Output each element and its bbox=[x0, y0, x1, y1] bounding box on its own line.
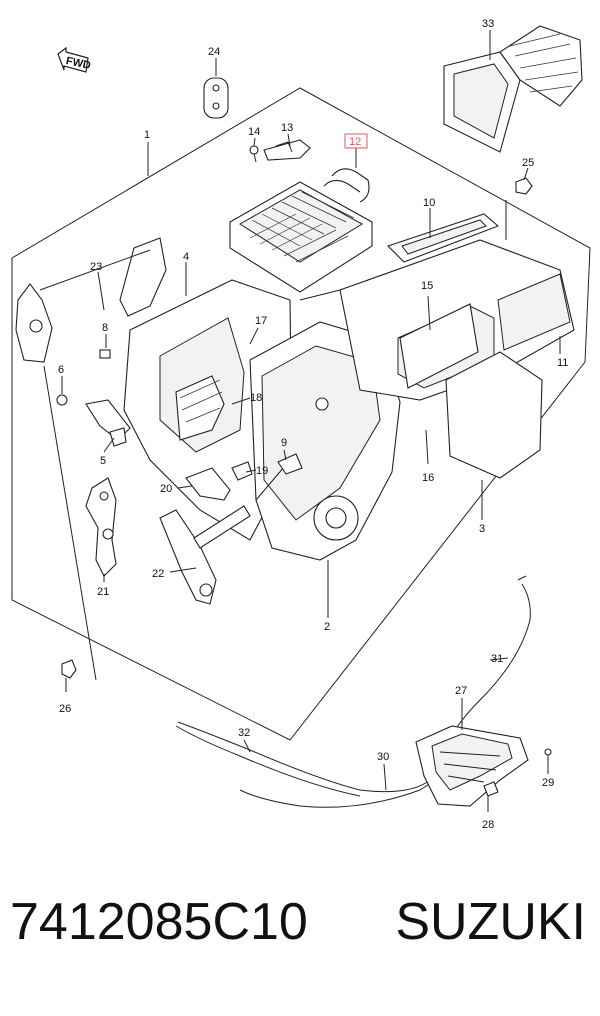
push-clip-part bbox=[61, 659, 77, 679]
callout-11: 11 bbox=[557, 357, 568, 369]
callout-15: 15 bbox=[421, 280, 433, 292]
rod-link-part bbox=[185, 453, 303, 501]
link-part bbox=[85, 399, 131, 447]
control-cable-32 bbox=[175, 721, 431, 797]
callout-8: 8 bbox=[102, 322, 108, 334]
callout-24: 24 bbox=[208, 46, 220, 58]
callout-1: 1 bbox=[144, 129, 150, 141]
callout-6: 6 bbox=[58, 364, 64, 376]
callout-10: 10 bbox=[423, 197, 435, 209]
temp-lever-part bbox=[159, 505, 251, 605]
brand-label: SUZUKI bbox=[395, 893, 586, 951]
heater-case-part bbox=[123, 239, 575, 561]
callout-21: 21 bbox=[97, 586, 109, 598]
gasket-part bbox=[386, 213, 500, 263]
part-number-label: 7412085C10 bbox=[10, 893, 308, 951]
callout-5: 5 bbox=[100, 455, 106, 467]
callout-29: 29 bbox=[542, 777, 554, 789]
callout-18: 18 bbox=[250, 392, 262, 404]
heater-core-part bbox=[229, 168, 373, 293]
fwd-label: FWD bbox=[65, 55, 92, 72]
callout-20: 20 bbox=[160, 483, 172, 495]
assembly-outline bbox=[11, 87, 591, 741]
callout-12-highlight bbox=[344, 133, 368, 149]
callout-32: 32 bbox=[238, 727, 250, 739]
callout-31: 31 bbox=[491, 653, 503, 665]
callout-9: 9 bbox=[281, 437, 287, 449]
callout-30: 30 bbox=[377, 751, 389, 763]
clip-part bbox=[515, 177, 533, 195]
lever-arm-part bbox=[15, 237, 167, 363]
fwd-arrow-icon: FWD bbox=[57, 46, 92, 73]
callout-25: 25 bbox=[522, 157, 534, 169]
control-head-part bbox=[415, 725, 529, 807]
product-caption: 7412085C10 SUZUKI bbox=[0, 892, 600, 982]
mode-lever-part bbox=[85, 477, 117, 577]
callout-labels: 1 2 3 4 5 6 8 9 10 11 12 13 14 15 16 17 … bbox=[58, 18, 568, 831]
callout-26: 26 bbox=[59, 703, 71, 715]
callout-22: 22 bbox=[152, 568, 164, 580]
screw-part bbox=[249, 145, 259, 163]
screw-29-part bbox=[544, 748, 552, 766]
leader-lines bbox=[43, 30, 561, 812]
callout-16: 16 bbox=[422, 472, 434, 484]
heater-unit-exploded-diagram: FWD bbox=[11, 18, 591, 831]
callout-14: 14 bbox=[248, 126, 260, 138]
washer-part bbox=[56, 394, 68, 406]
callout-33: 33 bbox=[482, 18, 494, 30]
callout-23: 23 bbox=[90, 261, 102, 273]
callout-12: 12 bbox=[349, 136, 361, 148]
air-duct-part bbox=[443, 25, 583, 153]
filter-frame-part bbox=[399, 303, 479, 389]
callout-4: 4 bbox=[183, 251, 189, 263]
callout-19: 19 bbox=[256, 465, 268, 477]
callout-28: 28 bbox=[482, 819, 494, 831]
callout-27: 27 bbox=[455, 685, 467, 697]
grommet-part bbox=[203, 77, 229, 119]
small-clip-part bbox=[99, 349, 111, 359]
callout-3: 3 bbox=[479, 523, 485, 535]
callout-13: 13 bbox=[281, 122, 293, 134]
callout-2: 2 bbox=[324, 621, 330, 633]
bracket-part bbox=[263, 139, 311, 161]
callout-17: 17 bbox=[255, 315, 267, 327]
